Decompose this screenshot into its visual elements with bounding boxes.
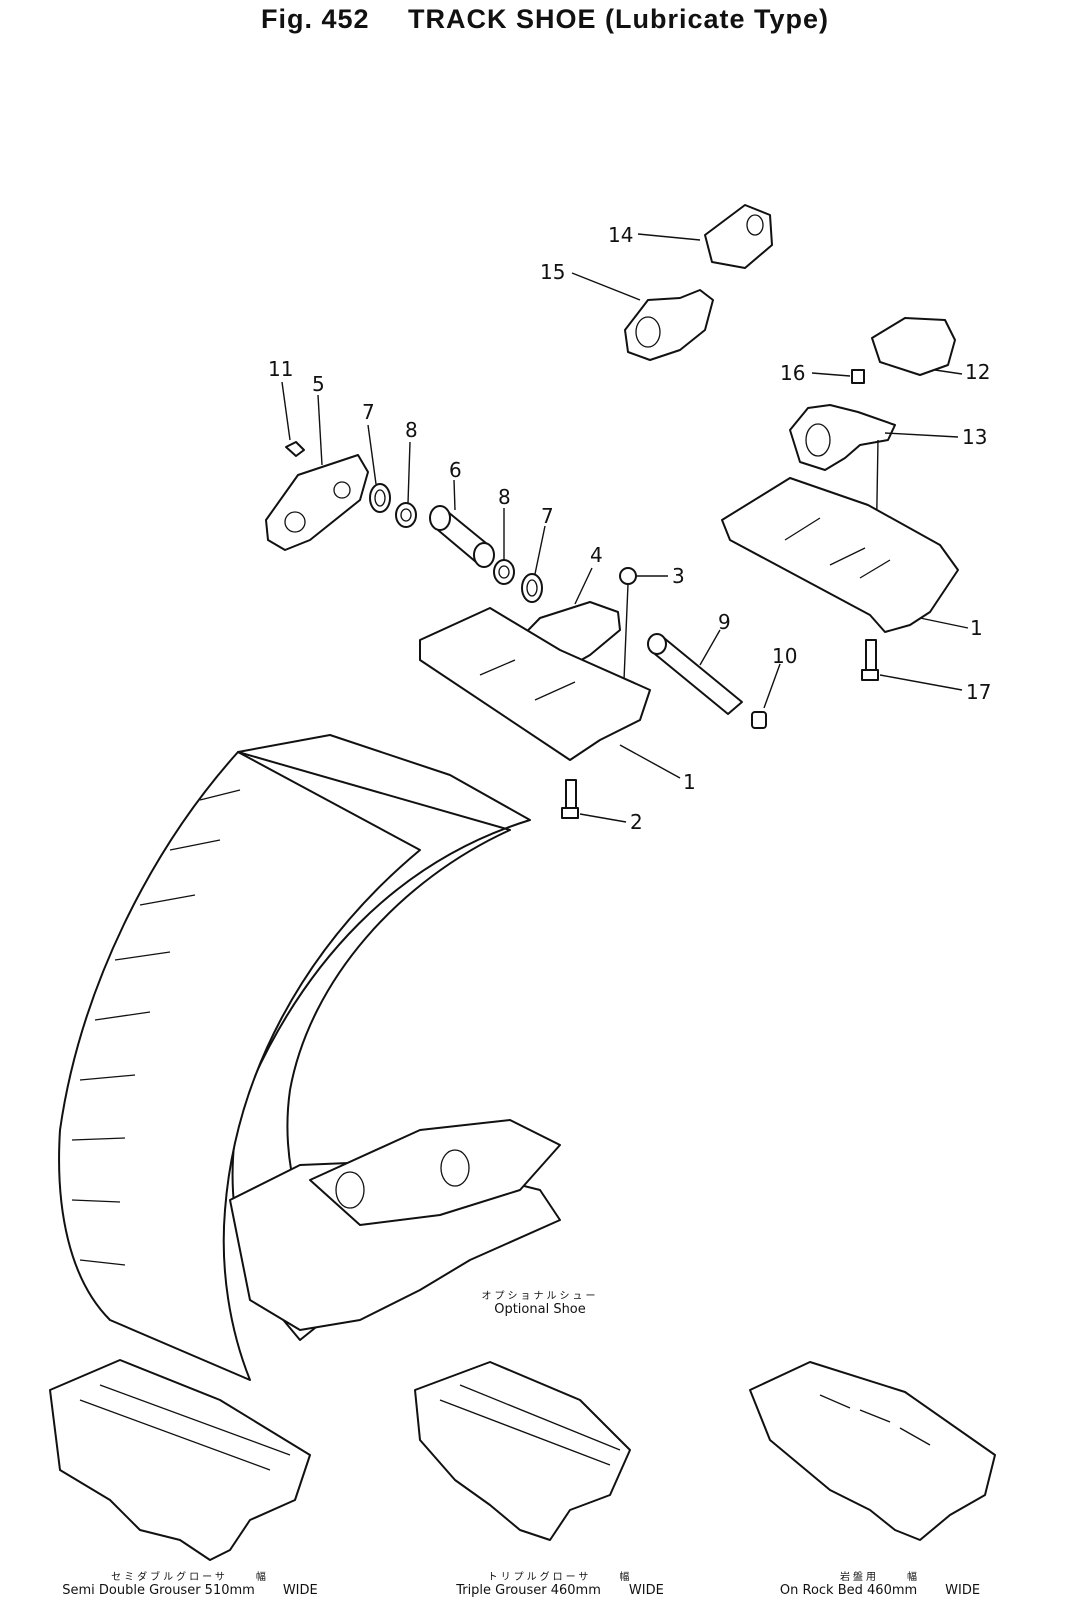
figure-title: Fig. 452 TRACK SHOE (Lubricate Type): [0, 4, 1090, 35]
variant-jp-wide: 幅: [907, 1572, 920, 1583]
part-5-link: [265, 394, 369, 551]
part-1-shoe-right: [721, 477, 969, 633]
variant-jp: トリプルグローサ: [487, 1572, 592, 1583]
callout-1-right: 1: [970, 616, 983, 640]
callout-9: 9: [718, 610, 731, 634]
variant-wide: WIDE: [628, 1583, 664, 1598]
variant-jp-wide: 幅: [619, 1572, 633, 1583]
callout-2: 2: [630, 810, 643, 834]
callout-14: 14: [608, 223, 634, 247]
optional-shoe-jp: オプショナルシュー: [481, 1291, 599, 1302]
part-8-spacer-right: [493, 508, 515, 585]
part-1-shoe-center: [419, 607, 681, 779]
part-7-seal-right: [521, 525, 546, 603]
part-6-bushing: [429, 479, 495, 568]
variant-triple-grouser: [414, 1361, 631, 1541]
variant-caption-triple: トリプルグローサ 幅 Triple Grouser 460mm WIDE: [410, 1568, 710, 1598]
variant-en: On Rock Bed 460mm: [779, 1583, 918, 1598]
figure-number: Fig. 452: [260, 4, 370, 34]
callout-16: 16: [780, 361, 806, 385]
variant-wide: WIDE: [945, 1583, 981, 1598]
callout-17: 17: [966, 680, 992, 704]
callout-7-left: 7: [362, 400, 375, 424]
part-8-spacer-left: [395, 441, 417, 528]
callout-15: 15: [540, 260, 566, 284]
variant-jp: 岩盤用: [840, 1572, 879, 1583]
callout-8-right: 8: [498, 485, 511, 509]
part-12-link: [871, 317, 963, 376]
callout-3: 3: [672, 564, 685, 588]
variant-caption-rock-bed: 岩盤用 幅 On Rock Bed 460mm WIDE: [730, 1568, 1030, 1598]
variant-caption-semi-double: セミダブルグローサ 幅 Semi Double Grouser 510mm WIDE: [40, 1568, 340, 1598]
track-chain-assembly: [58, 734, 561, 1381]
callout-4: 4: [590, 543, 603, 567]
part-14-master-link: [637, 204, 773, 269]
part-13-link: [789, 404, 959, 561]
part-2-bolt: [561, 779, 627, 823]
variant-jp: セミダブルグローサ: [111, 1572, 228, 1583]
callout-5: 5: [312, 372, 325, 396]
part-9-pin: [647, 629, 743, 715]
part-7-seal-left: [367, 424, 391, 513]
optional-shoe-caption: オプショナルシュー Optional Shoe: [460, 1287, 620, 1317]
callout-1-center: 1: [683, 770, 696, 794]
part-17-bolt: [861, 639, 963, 691]
variant-wide: WIDE: [282, 1583, 318, 1598]
variant-en: Semi Double Grouser 510mm: [62, 1583, 255, 1598]
callout-11: 11: [268, 357, 294, 381]
variant-semi-double-grouser: [49, 1359, 311, 1561]
variant-en: Triple Grouser 460mm: [456, 1583, 601, 1598]
callout-8-left: 8: [405, 418, 418, 442]
part-3-nut: [619, 567, 668, 681]
callout-7-right: 7: [541, 504, 554, 528]
variant-on-rock-bed: [749, 1361, 996, 1541]
part-15-master-link: [571, 272, 714, 361]
variant-jp-wide: 幅: [255, 1572, 269, 1583]
callout-6: 6: [449, 458, 462, 482]
callout-10: 10: [772, 644, 798, 668]
figure-caption: TRACK SHOE (Lubricate Type): [408, 4, 830, 34]
part-16-nut: [811, 369, 865, 384]
part-10-spacer: [751, 663, 781, 729]
part-11-plug: [281, 381, 305, 457]
callout-13: 13: [962, 425, 988, 449]
optional-shoe-en: Optional Shoe: [494, 1302, 586, 1317]
callout-12: 12: [965, 360, 991, 384]
